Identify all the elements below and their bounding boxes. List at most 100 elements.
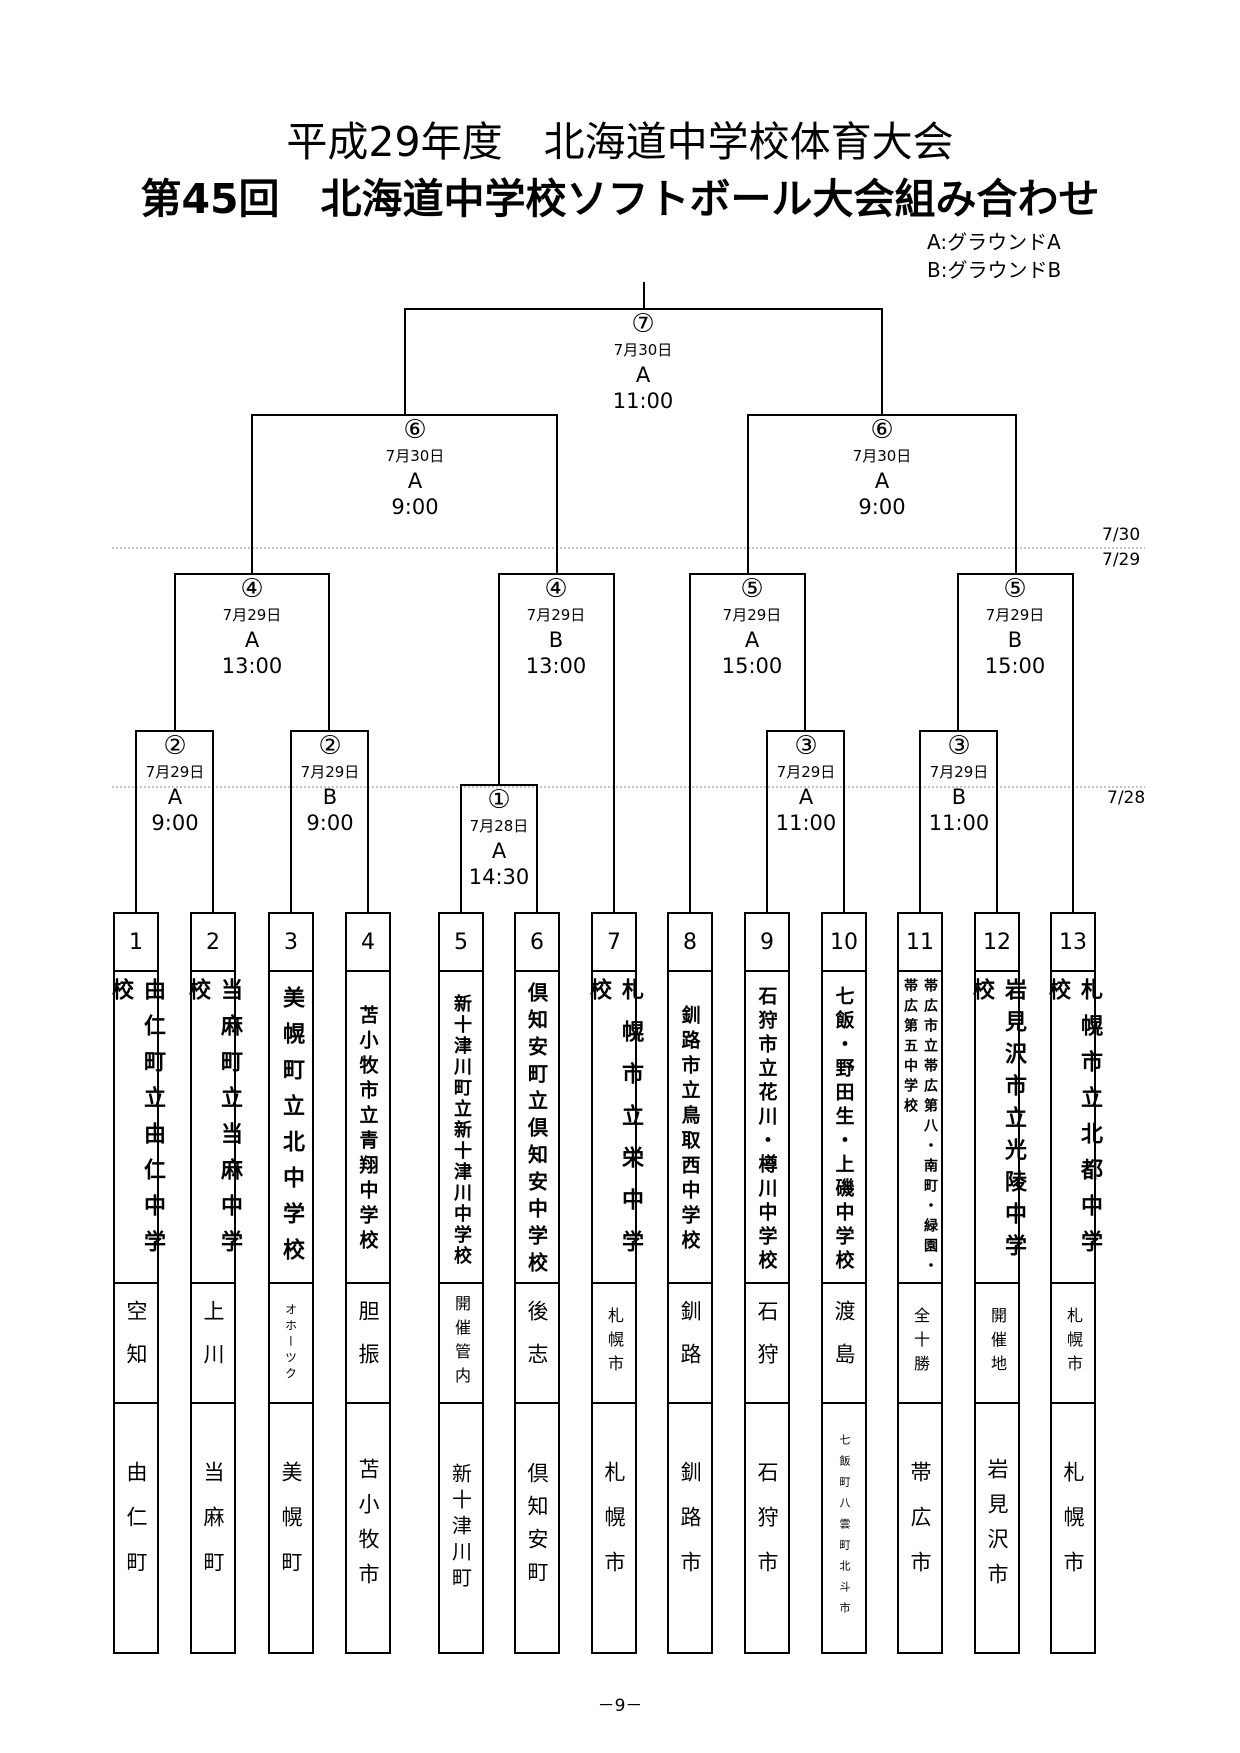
match-label: ④ 7月29日 A 13:00 [197, 576, 307, 679]
match-time: 15:00 [984, 654, 1046, 678]
match-time: 9:00 [306, 811, 354, 835]
match-ground: B [1007, 628, 1023, 652]
team-town: 苫小牧市 [356, 1458, 380, 1598]
team-region: 釧路 [669, 1284, 711, 1404]
match-ground: A [635, 363, 651, 387]
title-line-2: 第45回 北海道中学校ソフトボール大会組み合わせ [140, 175, 1100, 223]
team-number: 12 [976, 914, 1018, 972]
match-ground: B [548, 628, 564, 652]
team-school-name: 美幌町立北中学校 [270, 972, 312, 1284]
team-school-name: 当麻町立当麻中学校 [185, 972, 242, 1284]
team-town: 釧路市 [678, 1460, 702, 1596]
team-column: 4 苫小牧市立青翔中学校 胆振 苫小牧市 [345, 912, 391, 1654]
team-number: 6 [516, 914, 558, 972]
team-town: 由仁町 [124, 1460, 148, 1596]
match-time: 15:00 [721, 654, 783, 678]
match-date: 7月29日 [929, 763, 989, 781]
team-number: 11 [899, 914, 941, 972]
team-number: 13 [1052, 914, 1094, 972]
team-region: 札幌市 [593, 1284, 635, 1404]
match-time: 11:00 [928, 811, 990, 835]
match-label-final: ⑦ 7月30日 A 11:00 [588, 311, 698, 414]
team-school-name: 苫小牧市立青翔中学校 [347, 972, 389, 1284]
team-town: 美幌町 [279, 1460, 303, 1596]
team-column: 11 帯広市立帯広第八・南町・緑園・帯広第五中学校 全十勝 帯広市 [897, 912, 943, 1654]
match-time: 9:00 [391, 495, 439, 519]
team-column: 1 由仁町立由仁中学校 空知 由仁町 [108, 912, 165, 1654]
team-number: 3 [270, 914, 312, 972]
match-label: ⑤ 7月29日 B 15:00 [960, 576, 1070, 679]
match-time: 13:00 [525, 654, 587, 678]
match-number: ③ [794, 731, 818, 761]
team-column: 8 釧路市立鳥取西中学校 釧路 釧路市 [667, 912, 713, 1654]
match-label: ⑤ 7月29日 A 15:00 [697, 576, 807, 679]
match-ground: A [244, 628, 260, 652]
team-school-name: 新十津川町立新十津川中学校 [440, 972, 482, 1284]
match-date: 7月29日 [526, 606, 586, 624]
match-number: ② [163, 731, 187, 761]
legend-ground-a: A:グラウンドA [927, 230, 1061, 254]
match-label: ⑥ 7月30日 A 9:00 [360, 417, 470, 520]
team-number: 4 [347, 914, 389, 972]
match-date: 7月30日 [852, 447, 912, 465]
match-time: 9:00 [858, 495, 906, 519]
match-number: ③ [947, 731, 971, 761]
team-number: 8 [669, 914, 711, 972]
day-label-729: 7/29 [1102, 550, 1141, 570]
team-school-name: 釧路市立鳥取西中学校 [669, 972, 711, 1284]
team-school-name: 七飯・野田生・上磯中学校 [823, 972, 865, 1284]
team-number: 9 [746, 914, 788, 972]
match-number: ④ [240, 574, 264, 604]
match-ground: B [322, 785, 338, 809]
match-date: 7月28日 [469, 817, 529, 835]
team-region: オホーツク [270, 1284, 312, 1404]
team-number: 1 [115, 914, 157, 972]
team-number: 10 [823, 914, 865, 972]
match-time: 9:00 [151, 811, 199, 835]
team-region: 開催地 [976, 1284, 1018, 1404]
day-label-728: 7/28 [1107, 788, 1146, 808]
match-label: ① 7月28日 A 14:30 [444, 787, 554, 890]
team-town: 新十津川町 [448, 1463, 473, 1593]
match-label: ④ 7月29日 B 13:00 [501, 576, 611, 679]
day-label-730: 7/30 [1102, 525, 1141, 545]
match-number: ⑤ [740, 574, 764, 604]
team-region: 渡島 [823, 1284, 865, 1404]
team-region: 上川 [192, 1284, 234, 1404]
team-number: 2 [192, 914, 234, 972]
match-time: 11:00 [612, 389, 674, 413]
team-town: 岩見沢市 [985, 1458, 1009, 1598]
title-line-1: 平成29年度 北海道中学校体育大会 [286, 118, 954, 166]
match-number: ① [487, 785, 511, 815]
match-number: ④ [544, 574, 568, 604]
team-column: 3 美幌町立北中学校 オホーツク 美幌町 [268, 912, 314, 1654]
team-region: 後志 [516, 1284, 558, 1404]
match-number: ⑥ [403, 415, 427, 445]
match-ground: A [874, 469, 890, 493]
team-town: 札幌市 [1061, 1460, 1085, 1596]
match-date: 7月30日 [385, 447, 445, 465]
match-ground: A [407, 469, 423, 493]
match-date: 7月29日 [222, 606, 282, 624]
match-number: ⑥ [870, 415, 894, 445]
legend-ground-b: B:グラウンドB [927, 258, 1062, 282]
match-label: ② 7月29日 A 9:00 [120, 733, 230, 836]
team-region: 石狩 [746, 1284, 788, 1404]
team-number: 7 [593, 914, 635, 972]
team-school-name: 札幌市立栄中学校 [586, 972, 643, 1284]
match-number: ⑦ [631, 309, 655, 339]
team-column: 13 札幌市立北都中学校 札幌市 札幌市 [1045, 912, 1102, 1654]
team-column: 10 七飯・野田生・上磯中学校 渡島 七飯町八雲町北斗市 [821, 912, 867, 1654]
match-date: 7月29日 [300, 763, 360, 781]
match-time: 13:00 [221, 654, 283, 678]
team-school-name: 札幌市立北都中学校 [1045, 972, 1102, 1284]
match-ground: A [798, 785, 814, 809]
team-school-name: 岩見沢市立光陵中学校 [969, 972, 1026, 1284]
match-ground: A [744, 628, 760, 652]
match-date: 7月29日 [776, 763, 836, 781]
team-column: 5 新十津川町立新十津川中学校 開催管内 新十津川町 [438, 912, 484, 1654]
match-number: ② [318, 731, 342, 761]
team-region: 開催管内 [440, 1284, 482, 1404]
team-school-name: 帯広市立帯広第八・南町・緑園・帯広第五中学校 [899, 972, 941, 1284]
